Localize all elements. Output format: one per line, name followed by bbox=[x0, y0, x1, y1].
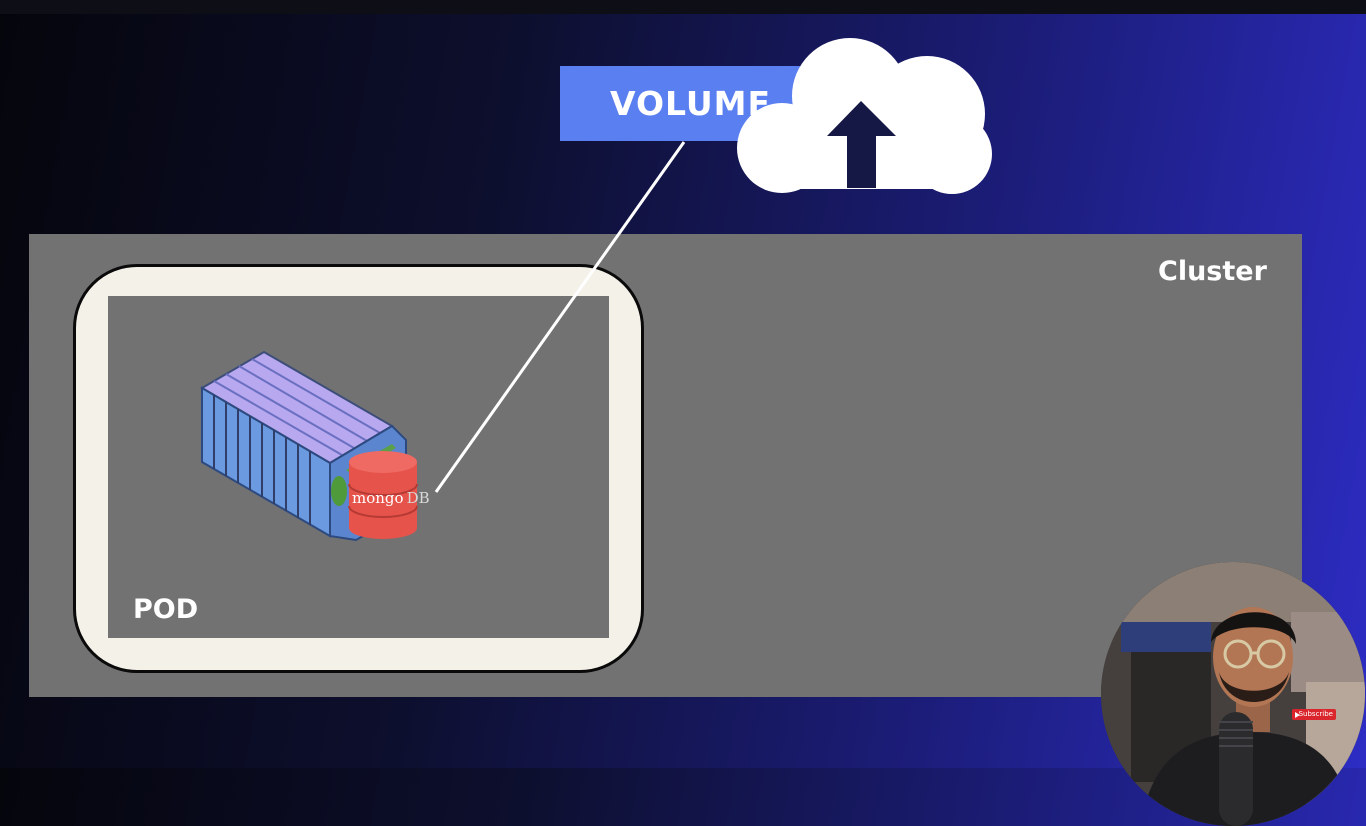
pod-label: POD bbox=[133, 594, 199, 625]
top-bar bbox=[0, 0, 1366, 14]
subscribe-badge[interactable]: Subscribe bbox=[1292, 709, 1336, 720]
webcam-overlay bbox=[1101, 562, 1365, 826]
presenter-illustration bbox=[1101, 562, 1365, 826]
cluster-label: Cluster bbox=[1158, 256, 1267, 287]
cloud-upload-icon bbox=[737, 38, 992, 194]
upload-arrow-icon bbox=[827, 101, 896, 188]
pod-inner-area bbox=[108, 296, 609, 638]
